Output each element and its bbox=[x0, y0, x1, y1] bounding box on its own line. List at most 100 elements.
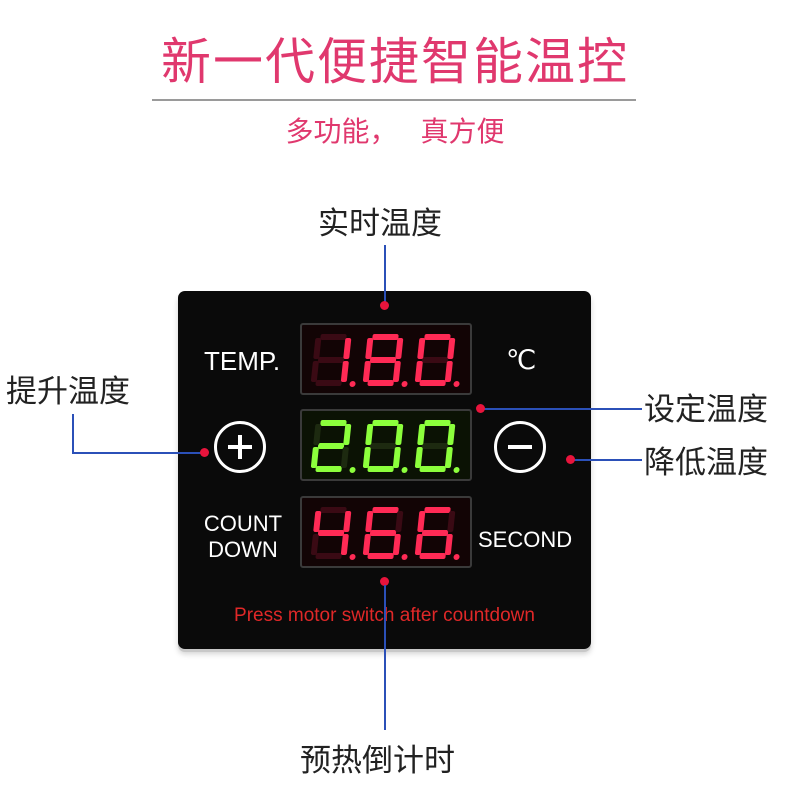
segment-e bbox=[362, 361, 371, 382]
decimal-point bbox=[401, 381, 408, 387]
digit-2 bbox=[414, 420, 460, 473]
segment-g bbox=[317, 443, 345, 449]
decimal-point bbox=[349, 381, 356, 387]
segment-b bbox=[447, 511, 456, 532]
segment-b bbox=[343, 424, 352, 445]
segment-a bbox=[372, 334, 399, 340]
digit-2 bbox=[414, 507, 460, 560]
segment-f bbox=[365, 424, 374, 445]
decimal-point bbox=[453, 381, 460, 387]
second-label: SECOND bbox=[478, 527, 573, 552]
leader-line-preheat bbox=[384, 585, 386, 730]
segment-b bbox=[447, 424, 456, 445]
segment-c bbox=[392, 447, 401, 468]
segment-e bbox=[310, 534, 319, 555]
digit-0 bbox=[310, 507, 356, 560]
segment-e bbox=[362, 534, 371, 555]
page-subtitle: 多功能， 真方便 bbox=[285, 115, 505, 148]
segment-d bbox=[315, 466, 342, 472]
leader-dot-set bbox=[476, 404, 485, 413]
decimal-point bbox=[401, 554, 408, 560]
countdown-label-line1: COUNT bbox=[203, 511, 283, 536]
segment-e bbox=[362, 447, 371, 468]
segment-g bbox=[421, 443, 449, 449]
decimal-point bbox=[453, 554, 460, 560]
control-panel: TEMP. ℃ COUNT DOWN SECOND Press motor sw… bbox=[178, 291, 591, 649]
segment-a bbox=[424, 420, 451, 426]
segment-d bbox=[419, 466, 446, 472]
segment-e bbox=[414, 361, 423, 382]
segment-a bbox=[372, 420, 399, 426]
segment-e bbox=[310, 447, 319, 468]
leader-dot-preheat bbox=[380, 577, 389, 586]
countdown-label: COUNT DOWN bbox=[198, 511, 288, 564]
digit-1 bbox=[362, 507, 408, 560]
segment-f bbox=[417, 424, 426, 445]
minus-circle-icon[interactable] bbox=[494, 421, 546, 473]
digit-0 bbox=[310, 420, 356, 473]
segment-f bbox=[313, 424, 322, 445]
segment-g bbox=[369, 530, 397, 536]
digit-1 bbox=[362, 420, 408, 473]
segment-d bbox=[367, 466, 394, 472]
callout-raise-temp: 提升温度 bbox=[6, 374, 130, 410]
current-temp-digits bbox=[310, 334, 460, 387]
segment-a bbox=[424, 507, 451, 513]
segment-f bbox=[365, 338, 374, 359]
segment-d bbox=[315, 380, 342, 386]
current-temp-display bbox=[300, 323, 472, 395]
leader-line-realtime bbox=[384, 245, 386, 305]
segment-b bbox=[395, 338, 404, 359]
segment-e bbox=[414, 534, 423, 555]
segment-f bbox=[365, 511, 374, 532]
set-temp-display bbox=[300, 409, 472, 481]
segment-b bbox=[343, 338, 352, 359]
segment-c bbox=[340, 534, 349, 555]
countdown-label-line2: DOWN bbox=[208, 537, 278, 563]
leader-dot-realtime bbox=[380, 301, 389, 310]
segment-d bbox=[367, 553, 394, 559]
segment-c bbox=[392, 534, 401, 555]
segment-c bbox=[340, 447, 349, 468]
segment-c bbox=[392, 361, 401, 382]
segment-d bbox=[315, 553, 342, 559]
leader-line-raise-h bbox=[72, 452, 202, 454]
segment-c bbox=[444, 447, 453, 468]
segment-f bbox=[417, 511, 426, 532]
segment-g bbox=[421, 357, 449, 363]
leader-dot-raise bbox=[200, 448, 209, 457]
digit-2 bbox=[414, 334, 460, 387]
segment-f bbox=[313, 511, 322, 532]
segment-c bbox=[340, 361, 349, 382]
segment-a bbox=[320, 334, 347, 340]
page-title: 新一代便捷智能温控 bbox=[161, 33, 629, 91]
segment-d bbox=[419, 553, 446, 559]
segment-a bbox=[372, 507, 399, 513]
callout-set-temp: 设定温度 bbox=[644, 392, 768, 428]
segment-e bbox=[414, 447, 423, 468]
segment-d bbox=[367, 380, 394, 386]
leader-line-lower bbox=[574, 459, 642, 461]
segment-a bbox=[320, 507, 347, 513]
segment-c bbox=[444, 361, 453, 382]
plus-circle-icon[interactable] bbox=[214, 421, 266, 473]
segment-g bbox=[369, 443, 397, 449]
segment-g bbox=[421, 530, 449, 536]
leader-line-raise-v bbox=[72, 414, 74, 454]
decimal-point bbox=[401, 467, 408, 473]
segment-f bbox=[313, 338, 322, 359]
segment-b bbox=[395, 424, 404, 445]
callout-lower-temp: 降低温度 bbox=[644, 445, 768, 481]
segment-b bbox=[343, 511, 352, 532]
segment-a bbox=[320, 420, 347, 426]
decimal-point bbox=[349, 554, 356, 560]
callout-realtime-temp: 实时温度 bbox=[318, 206, 442, 242]
segment-e bbox=[310, 361, 319, 382]
segment-b bbox=[447, 338, 456, 359]
decimal-point bbox=[453, 467, 460, 473]
segment-g bbox=[369, 357, 397, 363]
countdown-display bbox=[300, 496, 472, 568]
segment-c bbox=[444, 534, 453, 555]
segment-f bbox=[417, 338, 426, 359]
callout-preheat-countdown: 预热倒计时 bbox=[300, 743, 455, 779]
